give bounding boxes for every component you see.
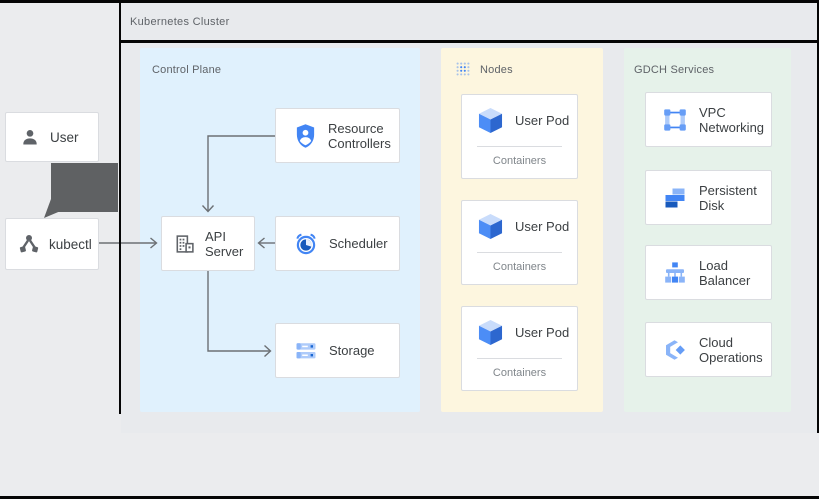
storage-disks-icon (296, 342, 316, 358)
pod-divider (477, 146, 562, 147)
user-pod-label: User Pod (515, 219, 570, 234)
kubectl-label: kubectl (49, 236, 92, 252)
pod-divider (477, 252, 562, 253)
containers-label: Containers (492, 367, 547, 379)
vpc-networking-icon (664, 108, 686, 131)
scheduler-node: Scheduler (275, 216, 400, 271)
containers-label: Containers (492, 155, 547, 167)
vpc-networking-node: VPC Networking (645, 92, 772, 147)
screenshot-edge-right (817, 3, 819, 433)
load-balancer-icon (665, 261, 685, 283)
user-pod-label: User Pod (515, 325, 570, 340)
user-pod-card: User Pod Containers (461, 306, 578, 391)
screenshot-edge-left-divider (119, 3, 121, 414)
api-server-node: API Server (161, 216, 255, 271)
cloud-operations-label: Cloud Operations (699, 334, 763, 365)
vpc-networking-label: VPC Networking (699, 104, 765, 135)
gdch-services-label: GDCH Services (634, 64, 715, 76)
user-pod-card: User Pod Containers (461, 94, 578, 179)
scheduler-label: Scheduler (329, 236, 388, 251)
screenshot-edge-title-divider (119, 40, 819, 43)
load-balancer-node: Load Balancer (645, 245, 772, 300)
api-server-building-icon (176, 234, 194, 253)
pod-cube-icon (478, 320, 503, 345)
arrow-user-to-kubectl (44, 163, 118, 218)
storage-node: Storage (275, 323, 400, 378)
persistent-disk-label: Persistent Disk (699, 182, 757, 213)
cloud-operations-icon (666, 339, 685, 360)
pod-divider (477, 358, 562, 359)
resource-controllers-node: Resource Controllers (275, 108, 400, 163)
user-label: User (50, 129, 79, 145)
resource-controllers-shield-icon (296, 123, 315, 148)
kubectl-node: kubectl (5, 218, 99, 270)
storage-label: Storage (329, 343, 375, 358)
api-server-label: API Server (205, 228, 244, 259)
pod-cube-icon (478, 108, 503, 133)
user-node: User (5, 112, 99, 162)
containers-label: Containers (492, 261, 547, 273)
cloud-operations-node: Cloud Operations (645, 322, 772, 377)
pod-cube-icon (478, 214, 503, 239)
persistent-disk-icon (665, 188, 685, 207)
resource-controllers-label: Resource Controllers (328, 120, 391, 151)
persistent-disk-node: Persistent Disk (645, 170, 772, 225)
nodes-dotted-grid-icon (456, 62, 470, 76)
nodes-label: Nodes (480, 64, 513, 76)
control-plane-label: Control Plane (152, 64, 222, 76)
user-pod-card: User Pod Containers (461, 200, 578, 285)
kubernetes-cluster-label: Kubernetes Cluster (130, 16, 230, 28)
user-pod-label: User Pod (515, 113, 570, 128)
screenshot-edge-bottom (0, 496, 819, 499)
screenshot-edge-top (0, 0, 819, 3)
user-person-icon (23, 130, 37, 145)
scheduler-clock-icon (296, 233, 316, 254)
kubectl-icon (19, 235, 39, 253)
load-balancer-label: Load Balancer (699, 257, 751, 288)
